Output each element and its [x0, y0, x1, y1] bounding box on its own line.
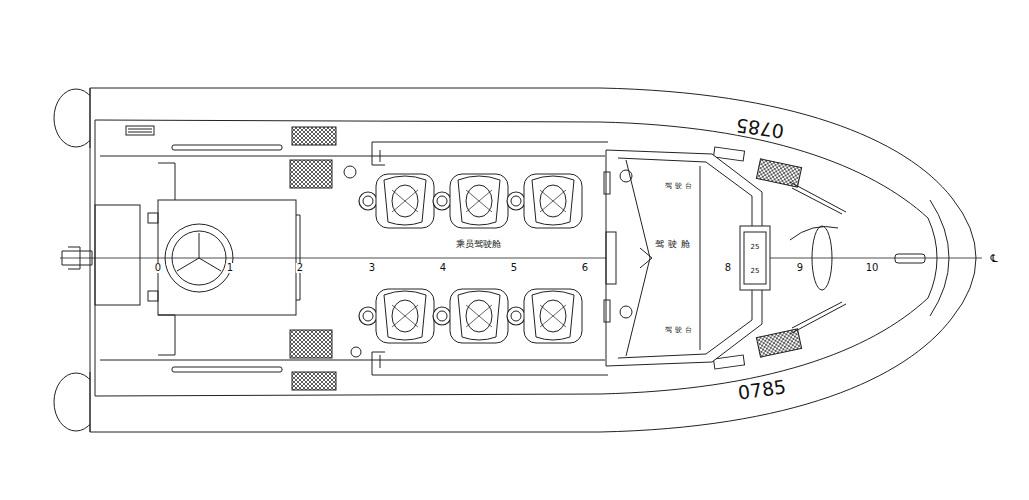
bow-rail [790, 182, 846, 334]
crew-seat [507, 289, 582, 343]
crew-seat [507, 174, 582, 228]
hatch-grille [292, 372, 336, 390]
grab-rail [172, 367, 282, 372]
station-number: 1 [226, 263, 234, 273]
mount-bolt [148, 291, 158, 301]
station-number: 8 [724, 263, 732, 273]
console-label: 驾驶台 [664, 183, 696, 190]
hatch-grille [292, 127, 336, 145]
crew-seat [359, 174, 434, 228]
console-gauge [620, 170, 632, 182]
centerline-symbol: ℄ [989, 253, 998, 264]
console-gauge [620, 306, 632, 318]
tube-seam [90, 88, 91, 432]
stern-vent [126, 126, 154, 135]
anchor-locker-rim [790, 227, 838, 241]
station-number: 9 [796, 263, 804, 273]
control-lever [606, 232, 616, 284]
console-switch [604, 172, 610, 194]
engine-box-side [158, 163, 300, 355]
station-number: 2 [296, 263, 304, 273]
hull-number: 0785 [736, 377, 789, 403]
console-inner [618, 158, 752, 358]
compartment-label: 乘员驾驶舱 [455, 240, 502, 249]
windshield [626, 160, 652, 356]
mount-bolt [148, 213, 158, 223]
vent-slats [128, 129, 152, 132]
hull-number: 0785 [734, 115, 787, 141]
screen-value: 25 [750, 268, 761, 275]
deck-fitting [344, 166, 356, 178]
compartment-label: 驾驶舱 [654, 240, 695, 249]
crew-seat [433, 174, 508, 228]
transom-box [95, 205, 140, 305]
grab-rail [172, 145, 282, 150]
console-panel [700, 166, 701, 350]
engine-box [158, 200, 296, 315]
console-switch [604, 300, 610, 322]
station-number: 0 [154, 263, 162, 273]
deck-fitting [351, 347, 361, 357]
station-number: 4 [439, 263, 447, 273]
station-number: 10 [865, 263, 880, 273]
station-number: 5 [510, 263, 518, 273]
cooler-box [290, 160, 332, 188]
outboard-engine [62, 247, 92, 269]
console [606, 150, 762, 366]
hull-outline [90, 88, 976, 432]
hatch-grille [756, 329, 801, 357]
station-number: 3 [368, 263, 376, 273]
crew-seat [359, 289, 434, 343]
station-number: 6 [581, 263, 589, 273]
console-label: 驾驶台 [664, 327, 696, 334]
screen-value: 25 [750, 244, 761, 251]
display-screen-inner [744, 232, 766, 284]
hatch-grille [756, 159, 801, 187]
cooler-box [290, 330, 332, 358]
bow-cleat [895, 254, 925, 263]
engine-hatch [172, 231, 226, 285]
engine-hatch [165, 224, 233, 292]
anchor-locker [812, 226, 832, 290]
display-screen [740, 226, 770, 290]
crew-seat [433, 289, 508, 343]
hatch-handle [177, 233, 221, 271]
